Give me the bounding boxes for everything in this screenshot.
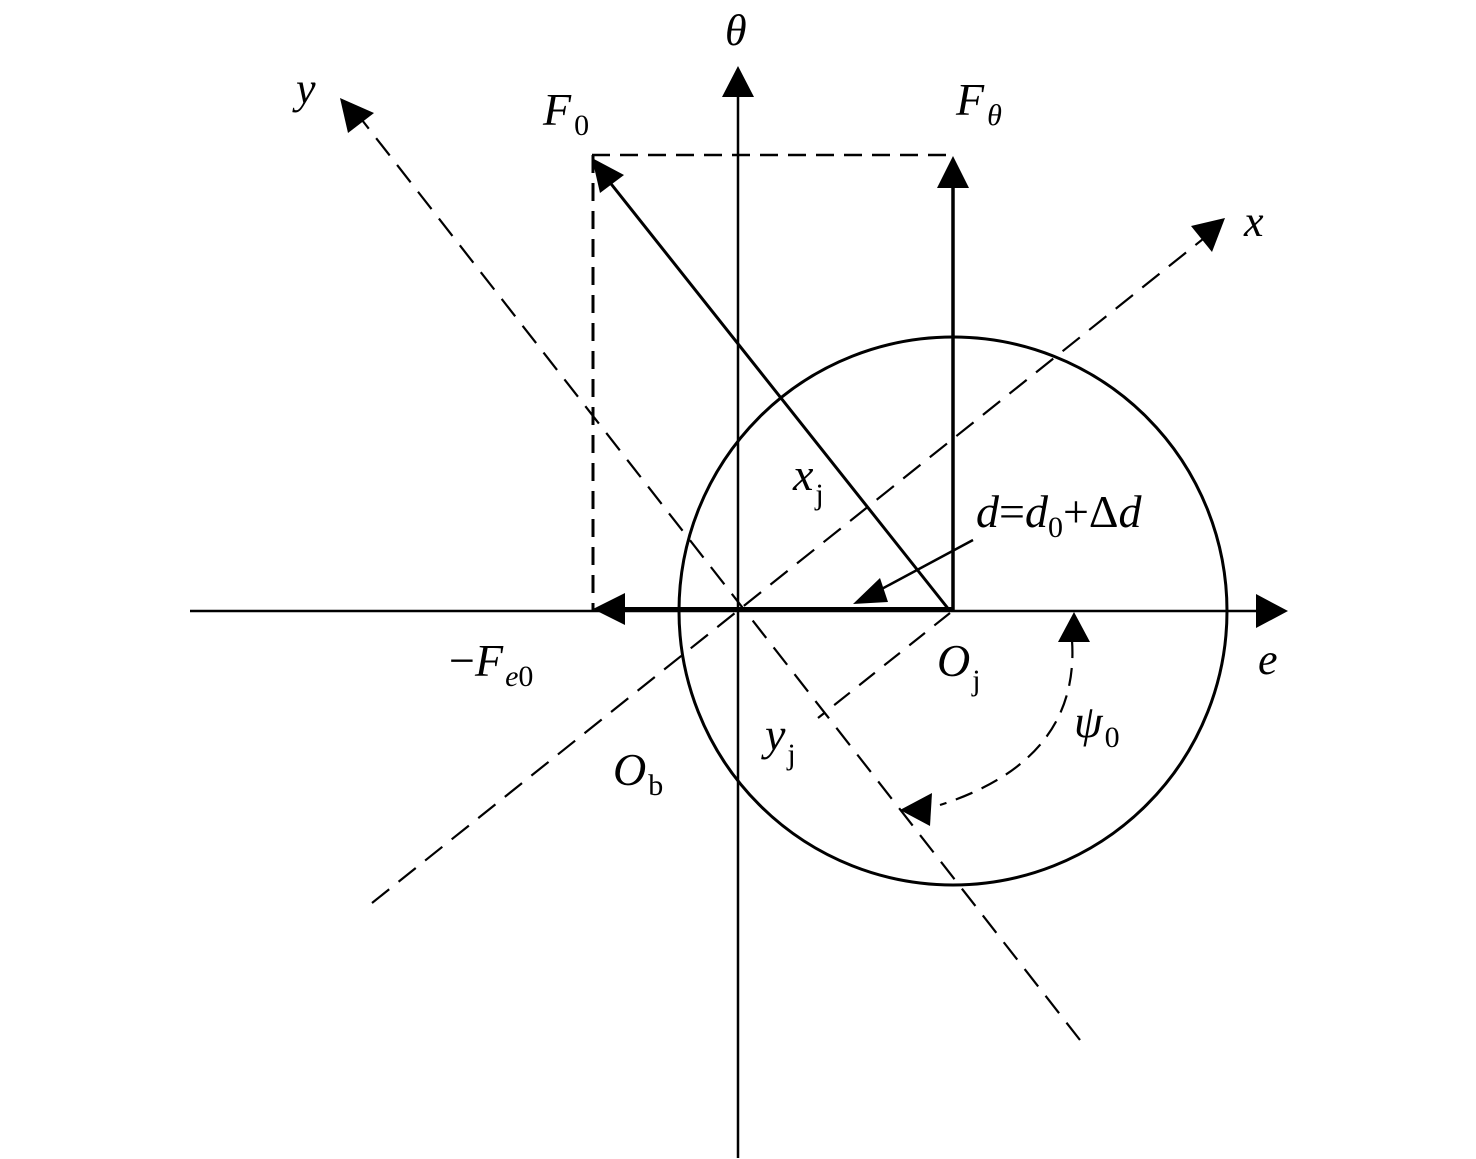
F0-vector-line	[606, 179, 952, 612]
Fe0-label: −Fe0	[449, 635, 533, 693]
yj-dashed-line	[817, 612, 951, 719]
y-axis-arrowhead	[340, 98, 374, 133]
psi0-label: ψ0	[1074, 696, 1120, 754]
xj-label: xj	[792, 449, 824, 511]
psi0-arrowhead-bottom	[900, 793, 932, 826]
y-axis-label: y	[292, 64, 316, 113]
Oj-label: Oj	[937, 635, 981, 697]
e-axis-label: e	[1258, 635, 1278, 684]
yj-label: yj	[761, 709, 796, 771]
x-axis-line	[371, 238, 1204, 904]
Fe0-vector-arrowhead	[593, 593, 625, 625]
x-axis-label: x	[1243, 197, 1264, 246]
d-equation-label: d=d0+Δd	[976, 486, 1142, 544]
d-leader-line	[875, 538, 974, 594]
x-axis-arrowhead	[1191, 218, 1225, 252]
psi0-arc	[939, 639, 1074, 807]
d-leader-arrowhead	[853, 578, 888, 604]
F0-vector-arrowhead	[592, 158, 624, 193]
Ob-label: Ob	[613, 744, 663, 802]
theta-axis-label: θ	[725, 6, 747, 55]
e-axis-arrowhead	[1256, 594, 1288, 628]
theta-axis-arrowhead	[722, 66, 754, 97]
y-axis-line	[361, 119, 1081, 1041]
psi0-arrowhead-top	[1058, 612, 1090, 642]
Ftheta-vector-arrowhead	[937, 156, 969, 188]
